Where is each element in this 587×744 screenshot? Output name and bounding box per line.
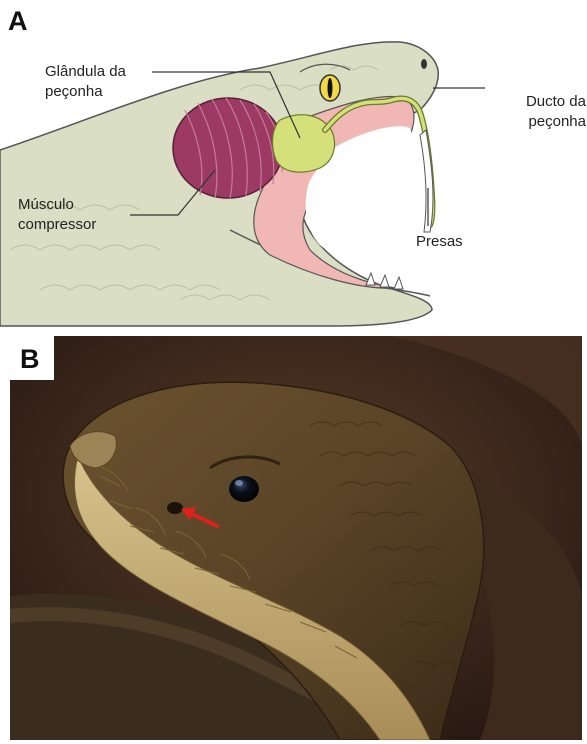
panel-letter-b: B xyxy=(20,346,40,373)
label-venom-duct: Ducto da peçonha xyxy=(486,92,586,132)
snake-eye xyxy=(320,75,340,101)
nostril xyxy=(421,59,427,69)
compressor-muscle xyxy=(173,98,283,198)
label-fangs: Presas xyxy=(416,232,496,252)
snake-eye-photo xyxy=(222,471,262,505)
label-venom-gland: Glândula da peçonha xyxy=(45,62,185,102)
panel-b-photo xyxy=(10,336,582,740)
label-compressor-muscle: Músculo compressor xyxy=(18,195,138,235)
loreal-pit xyxy=(167,502,183,514)
panel-letter-a: A xyxy=(8,8,28,35)
venom-gland xyxy=(273,115,335,172)
panel-a-illustration xyxy=(0,0,587,330)
